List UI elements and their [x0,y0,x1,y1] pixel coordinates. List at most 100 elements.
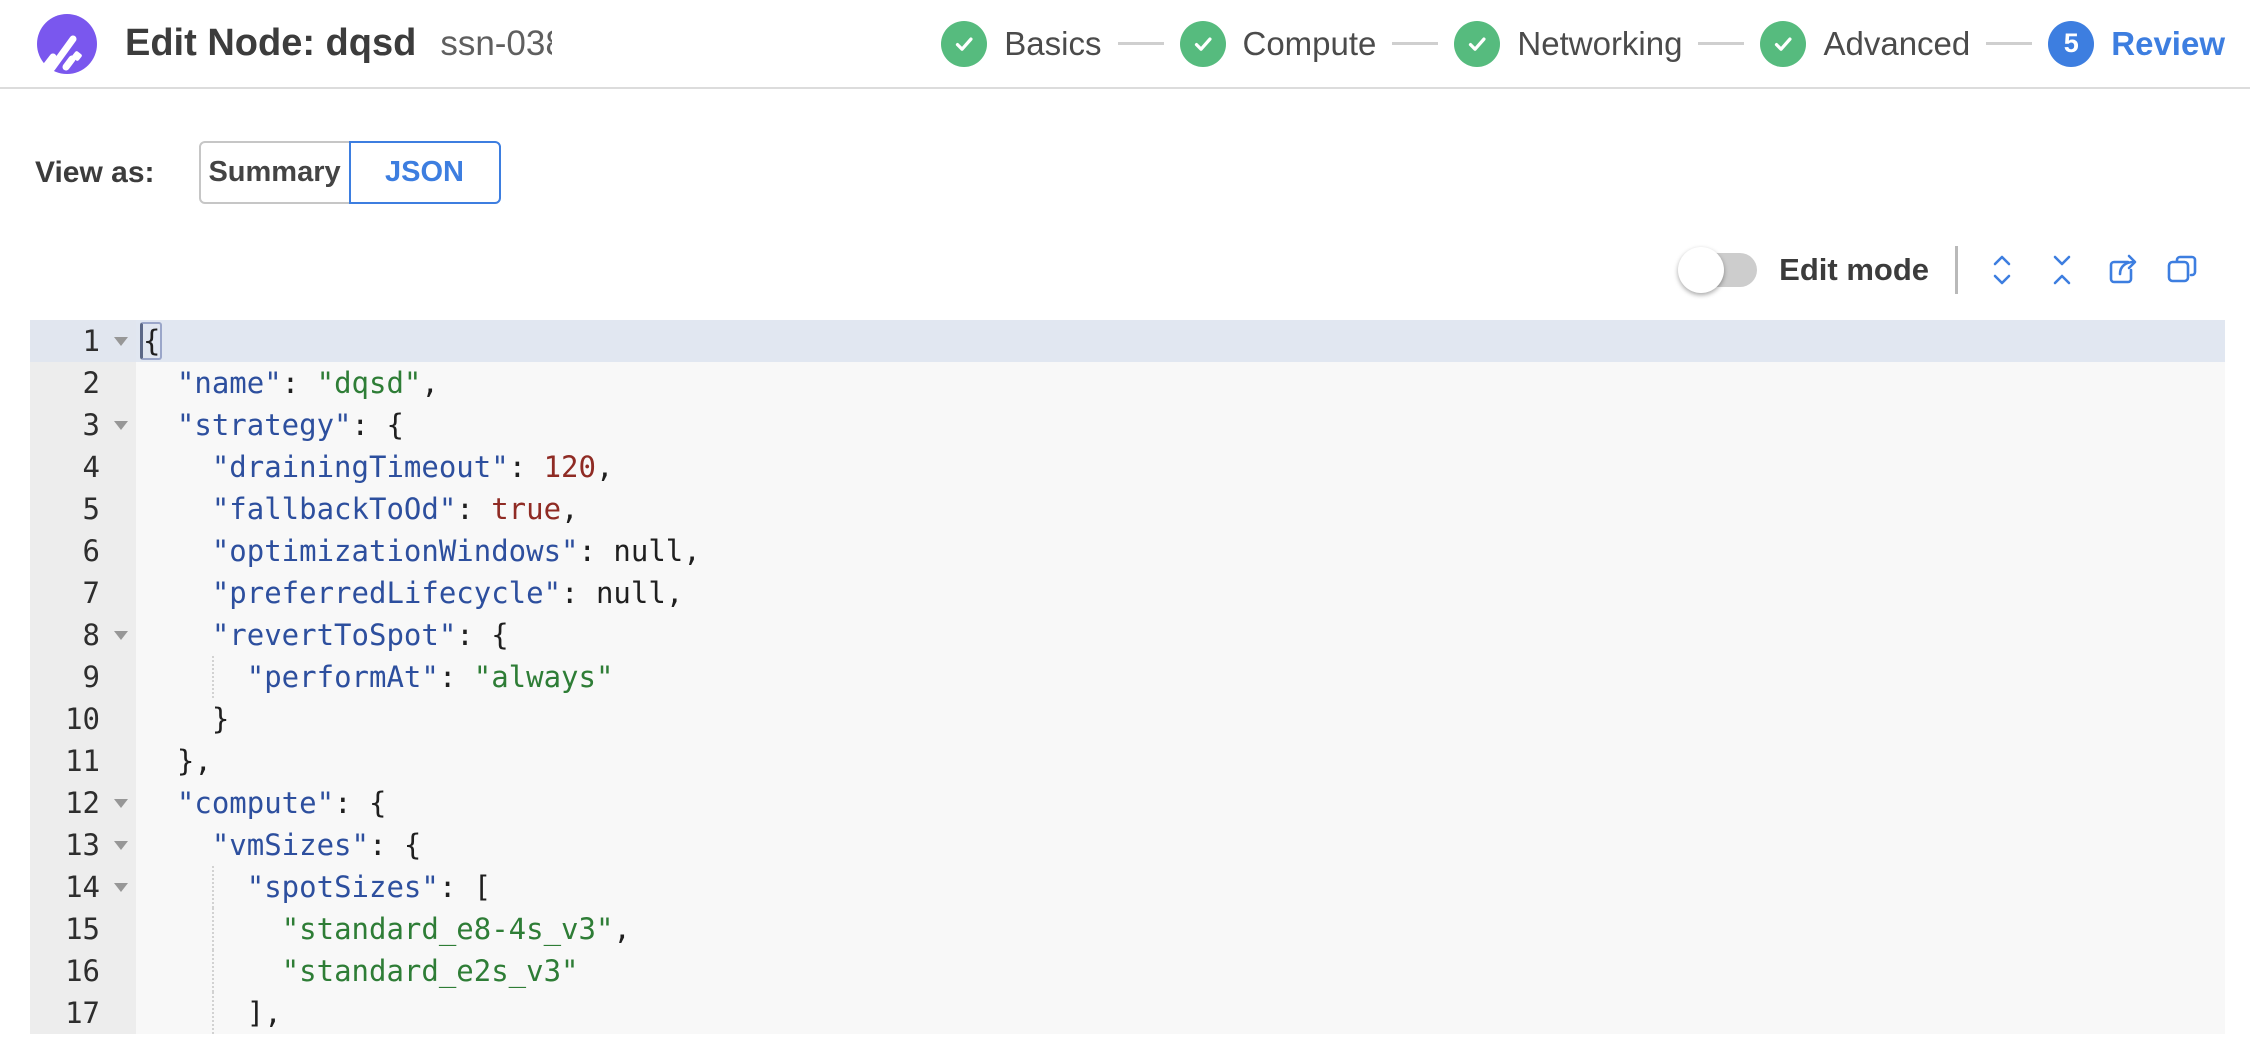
gutter-line-number: 3 [30,404,136,446]
step-separator [1986,42,2033,45]
editor-toolbar: Edit mode [0,246,2200,294]
step-check-icon [1179,20,1226,67]
step-label: Review [2111,24,2225,62]
step-number-badge: 5 [2048,20,2095,67]
token-punct: : [ [438,870,492,904]
gutter-line-number: 14 [30,866,136,908]
fold-arrow-icon[interactable] [114,799,128,808]
gutter-line-number: 1 [30,320,136,362]
code-line[interactable]: "revertToSpot": { [136,614,2225,656]
token-punct: ], [246,996,282,1030]
code-line[interactable]: ], [136,992,2225,1034]
step-separator [1117,42,1164,45]
step-separator [1698,42,1745,45]
token-str: "dqsd" [316,366,422,400]
wizard-header: Edit Node: dqsd ssn-038 BasicsComputeNet… [0,0,2250,89]
fold-arrow-icon[interactable] [114,883,128,892]
token-key: "performAt" [246,660,439,694]
stepper-step-advanced[interactable]: Advanced [1760,20,1971,67]
step-label: Advanced [1823,24,1971,62]
expand-all-icon[interactable] [1984,252,2020,288]
code-line[interactable]: { [136,320,2225,362]
token-punct: : [578,534,614,568]
stepper-step-review[interactable]: 5 Review [2048,20,2225,67]
gutter-line-number: 6 [82,534,100,568]
gutter-line-number: 11 [65,744,100,778]
token-punct: : [508,450,544,484]
code-line[interactable]: }, [136,740,2225,782]
token-punct: : [281,366,317,400]
gutter-line-number: 4 [82,450,100,484]
indent-guide [211,908,214,950]
gutter-line-number: 2 [82,366,100,400]
code-line[interactable]: } [136,698,2225,740]
token-punct: , [683,534,701,568]
fold-arrow-icon[interactable] [114,421,128,430]
token-null: null [613,534,684,568]
stepper-step-basics[interactable]: Basics [941,20,1102,67]
stepper-step-compute[interactable]: Compute [1179,20,1376,67]
token-punct: , [561,492,579,526]
code-line[interactable]: "standard_e2s_v3" [136,950,2225,992]
code-line[interactable]: "drainingTimeout": 120, [136,446,2225,488]
token-null: null [595,576,666,610]
code-line[interactable]: "fallbackToOd": true, [136,488,2225,530]
token-num: 120 [543,450,596,484]
gutter-line-number: 12 [30,782,136,824]
token-brace: { [140,322,163,360]
token-punct: , [613,912,631,946]
step-check-icon [941,20,988,67]
token-punct: : { [334,786,387,820]
code-line[interactable]: "compute": { [136,782,2225,824]
fold-arrow-icon[interactable] [114,337,128,346]
token-punct: : { [351,408,404,442]
token-key: "spotSizes" [246,870,439,904]
edit-mode-toggle[interactable] [1678,247,1758,293]
code-line[interactable]: "standard_e8-4s_v3", [136,908,2225,950]
fold-arrow-icon[interactable] [114,631,128,640]
token-punct: } [211,702,230,736]
gutter-line-number: 10 [65,702,100,736]
token-punct: : [456,492,492,526]
stepper-step-networking[interactable]: Networking [1454,20,1682,67]
gutter-line-number: 16 [65,954,100,988]
code-line[interactable]: "preferredLifecycle": null, [136,572,2225,614]
step-check-icon [1760,20,1807,67]
collapse-all-icon[interactable] [2044,252,2080,288]
token-punct: , [665,576,684,610]
code-line[interactable]: "strategy": { [136,404,2225,446]
token-punct: , [421,366,439,400]
view-as-row: View as: Summary JSON [35,141,2250,204]
token-key: "vmSizes" [211,828,369,862]
token-key: "name" [176,366,282,400]
gutter-line-number: 13 [30,824,136,866]
copy-icon[interactable] [2164,252,2200,288]
view-as-summary-button[interactable]: Summary [198,141,351,204]
gutter-line-number: 9 [82,660,100,694]
token-key: "preferredLifecycle" [211,576,562,610]
page-title: Edit Node: dqsd [125,22,417,64]
token-key: "revertToSpot" [211,618,457,652]
token-punct: : [561,576,596,610]
code-line[interactable]: "optimizationWindows": null, [136,530,2225,572]
code-line[interactable]: "name": "dqsd", [136,362,2225,404]
fold-arrow-icon[interactable] [114,841,128,850]
toolbar-divider [1955,246,1958,294]
token-punct: : [438,660,474,694]
token-str: "standard_e8-4s_v3" [281,912,614,946]
code-line[interactable]: "spotSizes": [ [136,866,2225,908]
token-key: "optimizationWindows" [211,534,579,568]
token-num: true [491,492,562,526]
view-as-json-button[interactable]: JSON [348,141,501,204]
export-icon[interactable] [2104,252,2140,288]
toggle-knob[interactable] [1678,247,1725,293]
gutter-line-number: 5 [82,492,100,526]
gutter-line-number: 7 [82,576,100,610]
view-as-label: View as: [35,155,155,189]
gutter-line-number: 17 [65,996,100,1030]
code-line[interactable]: "performAt": "always" [136,656,2225,698]
code-line[interactable]: "vmSizes": { [136,824,2225,866]
editor-code-area[interactable]: { "name": "dqsd", "strategy": { "drainin… [136,320,2225,1034]
